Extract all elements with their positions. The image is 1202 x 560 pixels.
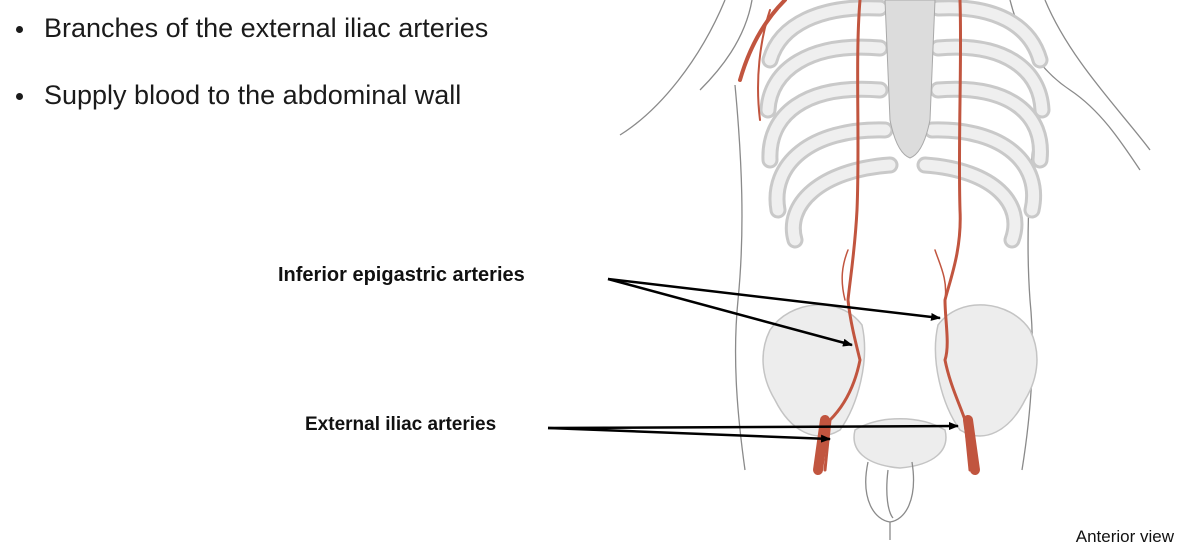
- body-outline: [619, 0, 1151, 471]
- view-caption: Anterior view: [1075, 527, 1174, 546]
- sternum: [884, 0, 936, 159]
- label-external-iliac-arteries: External iliac arteries: [305, 414, 497, 435]
- arrows: [547, 277, 959, 443]
- arrow-iliac-left: [547, 426, 831, 443]
- arteries: [738, 0, 980, 475]
- pelvis: [762, 304, 1038, 469]
- bullet-branches: Branches of the external iliac arteries: [14, 12, 488, 44]
- arrow-epigastric-left: [607, 277, 853, 347]
- arrow-iliac-right: [547, 422, 959, 431]
- arrow-epigastric-right: [607, 277, 941, 321]
- bullet-list: Branches of the external iliac arteries …: [14, 12, 488, 112]
- bullet-supply: Supply blood to the abdominal wall: [14, 79, 488, 111]
- groin-outline: [865, 461, 915, 540]
- label-inferior-epigastric-arteries: Inferior epigastric arteries: [278, 264, 525, 286]
